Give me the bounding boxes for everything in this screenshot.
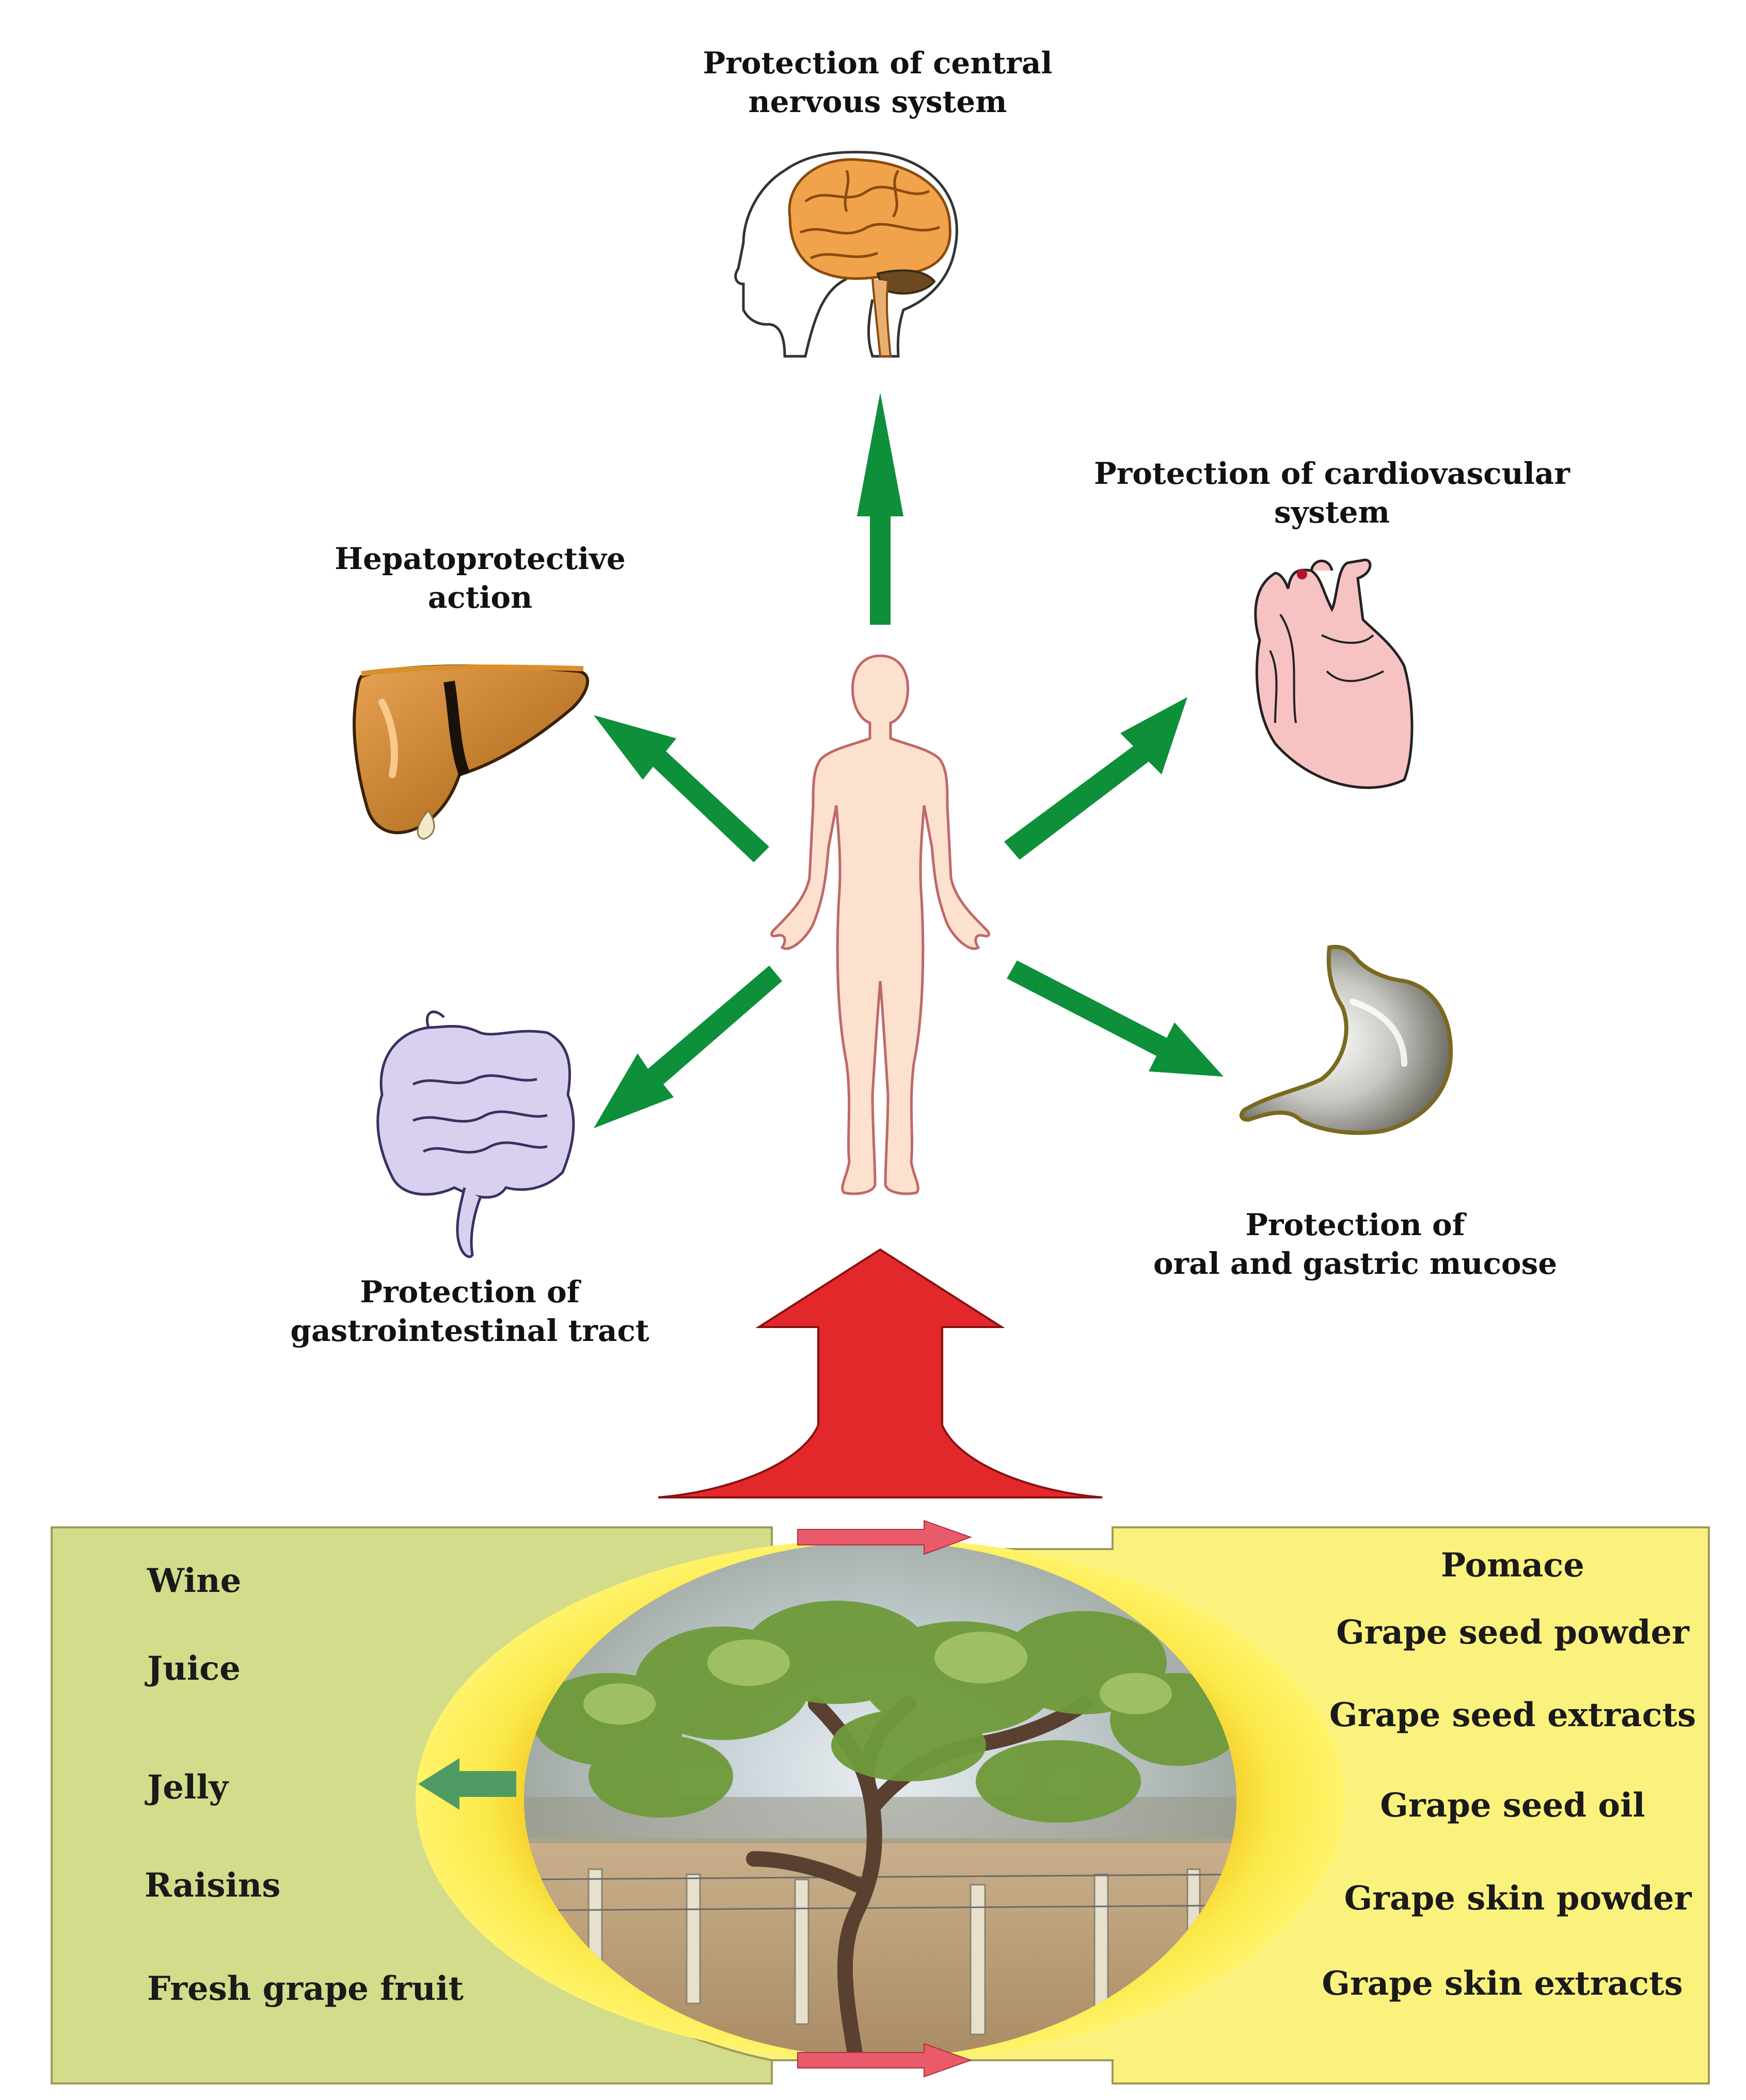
arrow-to-brain <box>857 392 903 625</box>
right-product-grape-skin-powder: Grape skin powder <box>1344 1879 1692 1918</box>
gastric-label: Protection of oral and gastric mucose <box>1110 1206 1600 1284</box>
cns-label: Protection of central nervous system <box>640 44 1115 122</box>
cns-label-line1: Protection of central <box>703 45 1053 81</box>
arrow-top-right <box>797 1520 972 1555</box>
left-product-wine: Wine <box>147 1561 242 1600</box>
arrow-to-intestine <box>594 966 782 1128</box>
arrow-to-heart <box>1004 697 1187 860</box>
gi-label-line1: Protection of <box>360 1274 580 1309</box>
right-product-grape-seed-powder: Grape seed powder <box>1336 1613 1689 1652</box>
gastric-label-line1: Protection of <box>1245 1207 1465 1242</box>
arrow-to-stomach <box>1007 960 1224 1077</box>
arrow-to-liver <box>594 715 769 862</box>
cardiovascular-label: Protection of cardiovascular system <box>1074 454 1590 532</box>
heart-icon <box>1254 559 1414 789</box>
cns-label-line2: nervous system <box>748 84 1007 120</box>
right-product-grape-seed-extracts: Grape seed extracts <box>1329 1696 1696 1734</box>
intestine-icon <box>376 1010 575 1258</box>
liver-label: Hepatoprotective action <box>289 540 671 618</box>
liver-icon <box>353 664 589 840</box>
arrow-bottom-right <box>797 2043 972 2078</box>
right-product-grape-skin-extracts: Grape skin extracts <box>1322 1964 1683 2003</box>
liver-label-line2: action <box>427 580 533 615</box>
cardiovascular-label-line2: system <box>1274 495 1390 530</box>
left-product-raisins: Raisins <box>145 1866 281 1905</box>
left-product-juice: Juice <box>147 1649 241 1688</box>
right-product-pomace: Pomace <box>1441 1546 1584 1585</box>
left-product-jelly: Jelly <box>147 1768 228 1807</box>
liver-label-line1: Hepatoprotective <box>335 541 626 576</box>
red-up-arrow <box>658 1248 1103 1498</box>
gastric-label-line2: oral and gastric mucose <box>1153 1246 1558 1282</box>
brain-icon <box>734 151 958 358</box>
gi-label-line2: gastrointestinal tract <box>290 1313 649 1349</box>
right-product-grape-seed-oil: Grape seed oil <box>1380 1786 1645 1825</box>
arrow-to-fresh-products <box>418 1758 516 1810</box>
human-body-icon <box>770 654 990 1195</box>
stomach-icon <box>1239 944 1453 1135</box>
left-product-fresh-grape-fruit: Fresh grape fruit <box>147 1969 464 2008</box>
gi-label: Protection of gastrointestinal tract <box>243 1273 697 1351</box>
cardiovascular-label-line1: Protection of cardiovascular <box>1094 456 1570 491</box>
